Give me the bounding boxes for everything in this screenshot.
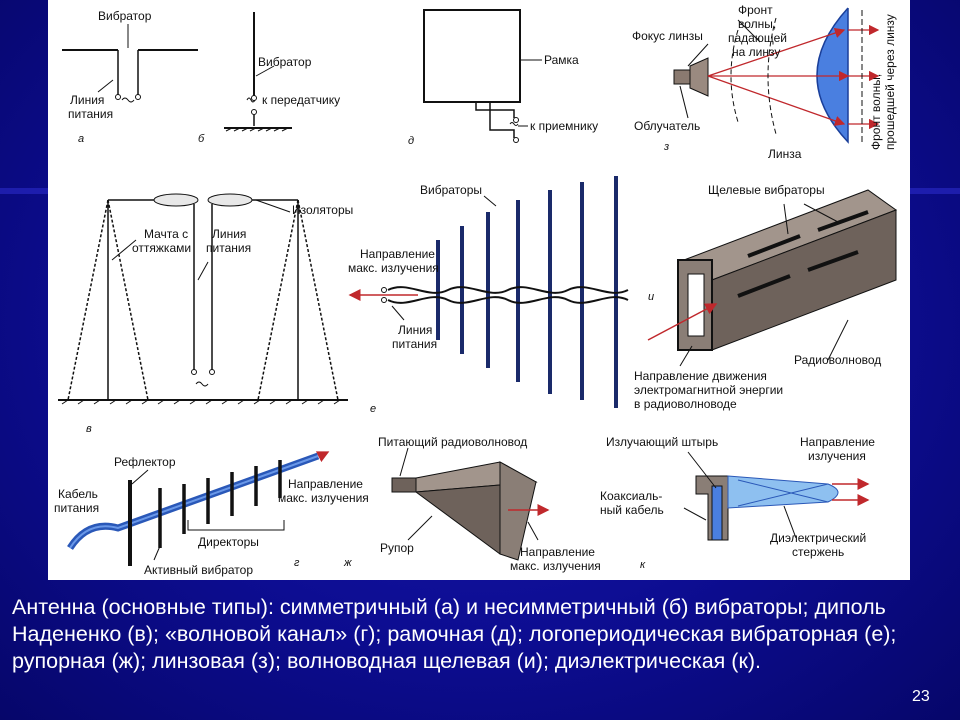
label-v-insulators: Изоляторы [292,203,353,217]
label-a-vibrator: Вибратор [98,9,152,23]
label-k-dir1: Направление [800,435,875,449]
label-k-diel1: Диэлектрический [770,531,866,545]
label-k-rod: Излучающий штырь [606,435,718,449]
label-g-dir2: макс. излучения [278,491,369,505]
label-v-feed2: питания [206,241,251,255]
label-k-dir2: излучения [808,449,866,463]
letter-e: е [370,403,376,415]
label-v-mast2: оттяжками [132,241,191,255]
label-z-front1: Фронт [738,3,773,17]
label-z-front3: падающей [728,31,787,45]
label-v-feed1: Линия [212,227,246,241]
diagram-a-symmetric-vibrator: Вибратор Линия питания а [62,9,198,145]
label-z-front-out2: прошедшей через линзу [883,14,897,150]
label-zh-feed-waveguide: Питающий радиоволновод [378,435,527,449]
label-k-coax1: Коаксиаль- [600,489,662,503]
label-d-frame: Рамка [544,53,579,67]
diagram-g-wave-channel: Рефлектор Кабель питания Направление мак… [54,451,369,577]
label-i-slots: Щелевые вибраторы [708,183,825,197]
letter-v: в [86,423,92,435]
label-i-flow1: Направление движения [634,369,767,383]
letter-z: з [663,141,669,153]
label-g-cable2: питания [54,501,99,515]
label-g-dir1: Направление [288,477,363,491]
label-b-to-transmitter: к передатчику [262,93,340,107]
label-a-line1: Линия [70,93,104,107]
letter-k: к [640,559,646,571]
label-g-active: Активный вибратор [144,563,253,577]
label-z-lens: Линза [768,147,802,161]
label-z-front-out1: Фронт волны, [869,74,883,150]
slide-number: 23 [912,688,930,705]
label-k-coax2: ный кабель [600,503,664,517]
label-v-mast1: Мачта с [144,227,188,241]
label-z-front4: на линзу [732,45,780,59]
label-e-feed1: Линия [398,323,432,337]
label-z-focus: Фокус линзы [632,29,703,43]
label-e-dir1: Направление [360,247,435,261]
label-d-to-receiver: к приемнику [530,119,598,133]
label-a-line2: питания [68,107,113,121]
label-e-vibrators: Вибраторы [420,183,482,197]
diagram-i-slotted-waveguide: Щелевые вибраторы Радиоволновод Направле… [634,183,898,411]
diagram-b-asymmetric-vibrator: Вибратор к передатчику б [198,12,340,145]
diagram-e-log-periodic: Вибраторы Направление макс. излучения Ли… [348,176,629,415]
diagram-k-dielectric-antenna: Излучающий штырь Направление излучения К… [600,435,875,571]
label-k-diel2: стержень [792,545,844,559]
label-zh-dir1: Направление [520,545,595,559]
label-i-flow3: в радиоволноводе [634,397,737,411]
label-z-irradiator: Облучатель [634,119,700,133]
label-zh-dir2: макс. излучения [510,559,601,573]
letter-b: б [198,133,205,145]
slide-caption: Антенна (основные типы): симметричный (а… [12,595,897,673]
label-e-dir2: макс. излучения [348,261,439,275]
antenna-types-figure: Вибратор Линия питания а Вибратор к пере… [48,0,910,580]
label-b-vibrator: Вибратор [258,55,312,69]
label-e-feed2: питания [392,337,437,351]
diagram-z-lens-antenna: Фокус линзы Фронт волны, падающей на лин… [632,3,897,161]
letter-zh: ж [343,557,352,569]
label-i-flow2: электромагнитной энергии [634,383,783,397]
letter-g: г [294,557,300,569]
letter-i: и [648,291,654,303]
diagram-d-frame-antenna: Рамка к приемнику д [408,9,598,147]
diagram-v-nadenenko-dipole: Изоляторы Мачта с оттяжками Линия питани… [58,193,353,435]
letter-a: а [78,133,84,145]
label-zh-horn: Рупор [380,541,414,555]
diagram-zh-horn-antenna: Питающий радиоволновод Рупор Направление… [343,435,601,573]
label-z-front2: волны, [738,17,776,31]
label-g-reflector: Рефлектор [114,455,176,469]
label-i-waveguide: Радиоволновод [794,353,881,367]
label-g-cable1: Кабель [58,487,98,501]
label-g-directors: Директоры [198,535,259,549]
antenna-diagram: Вибратор Линия питания а Вибратор к пере… [54,3,898,577]
letter-d: д [408,135,414,147]
